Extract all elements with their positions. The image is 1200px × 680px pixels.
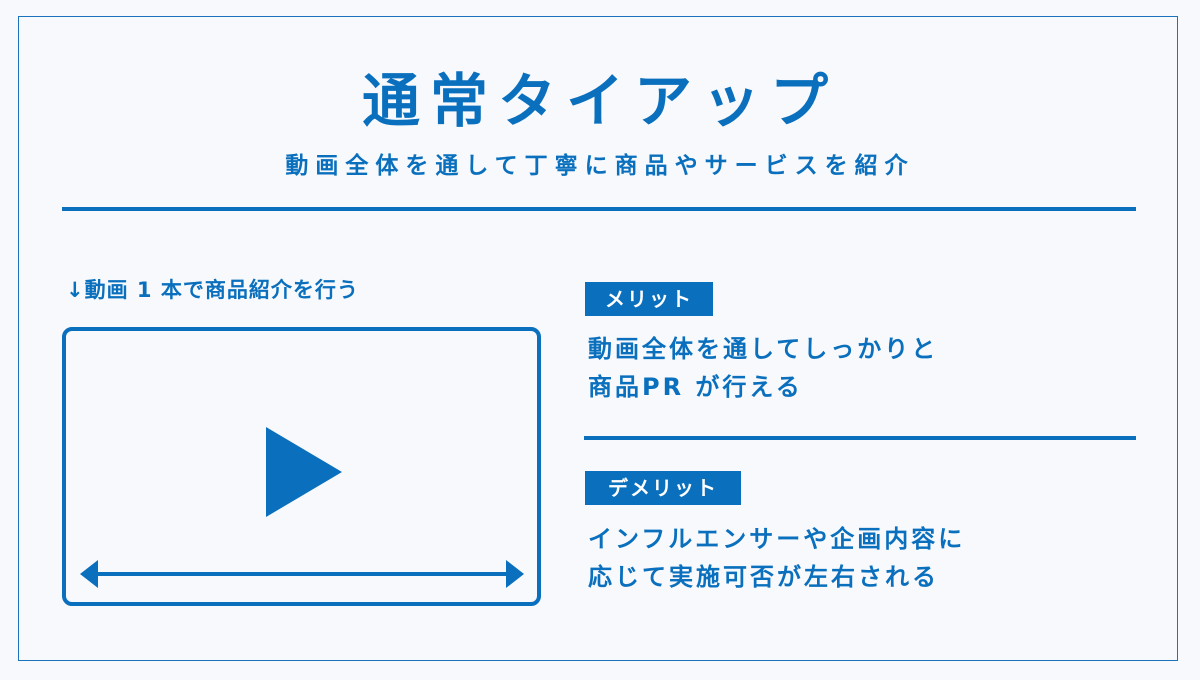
merit-text: 動画全体を通してしっかりと 商品PR が行える	[588, 330, 938, 406]
section-divider	[584, 436, 1136, 440]
page-subtitle: 動画全体を通して丁寧に商品やサービスを紹介	[285, 153, 915, 179]
slide-frame	[18, 16, 1178, 661]
video-caption: ↓動画 1 本で商品紹介を行う	[66, 278, 359, 302]
video-frame	[62, 327, 541, 606]
merit-line: 商品PR が行える	[588, 373, 803, 401]
demerit-line: 応じて実施可否が左右される	[588, 563, 939, 591]
page-title: 通常タイアップ	[361, 67, 838, 135]
merit-label: メリット	[585, 282, 713, 316]
demerit-label: デメリット	[585, 471, 741, 505]
demerit-line: インフルエンサーや企画内容に	[588, 525, 966, 553]
header-divider	[62, 207, 1136, 211]
demerit-text: インフルエンサーや企画内容に 応じて実施可否が左右される	[588, 520, 965, 596]
merit-line: 動画全体を通してしっかりと	[588, 335, 939, 363]
double-arrow-icon	[80, 560, 524, 588]
play-icon	[266, 427, 342, 517]
